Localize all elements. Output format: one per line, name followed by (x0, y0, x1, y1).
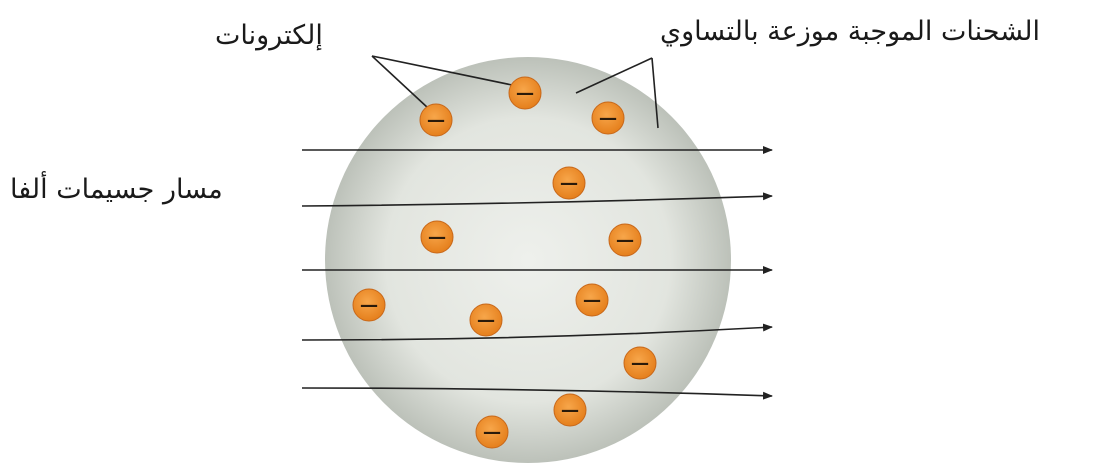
electron-sign: − (629, 349, 651, 379)
electron: − (352, 288, 386, 322)
pointer-line-electron-left (371, 55, 429, 109)
electron-sign: − (514, 79, 536, 109)
electron-sign: − (358, 291, 380, 321)
electrons-label: إلكترونات (215, 20, 323, 51)
electron: − (608, 223, 642, 257)
pointer-line-positive-a (575, 57, 653, 94)
electron-sign: − (597, 104, 619, 134)
electron-sign: − (559, 396, 581, 426)
electron: − (420, 220, 454, 254)
electron-sign: − (614, 226, 636, 256)
alpha-path (301, 387, 773, 400)
electron: − (591, 101, 625, 135)
pointer-line-electron-top (371, 55, 513, 86)
electron-sign: − (425, 106, 447, 136)
electron-sign: − (558, 169, 580, 199)
pointer-line-positive-b (651, 57, 659, 129)
electron-sign: − (581, 286, 603, 316)
electron-sign: − (426, 223, 448, 253)
alpha-path-label: مسار جسيمات ألفا (10, 174, 223, 205)
electron: − (575, 283, 609, 317)
electrons: − − − − − − − − (352, 76, 657, 449)
electrons-pointer-lines (371, 55, 513, 109)
positive-charges-label: الشحنات الموجبة موزعة بالتساوي (660, 16, 1041, 47)
alpha-path (301, 323, 773, 341)
electron: − (552, 166, 586, 200)
atom-sphere (325, 57, 731, 463)
electron: − (419, 103, 453, 137)
electron-sign: − (481, 418, 503, 448)
electron: − (475, 415, 509, 449)
alpha-path (301, 192, 773, 207)
electron: − (508, 76, 542, 110)
electron: − (553, 393, 587, 427)
electron: − (623, 346, 657, 380)
electron-sign: − (475, 306, 497, 336)
electron: − (469, 303, 503, 337)
positive-charges-pointer-lines (575, 57, 659, 129)
alpha-paths (301, 146, 773, 400)
